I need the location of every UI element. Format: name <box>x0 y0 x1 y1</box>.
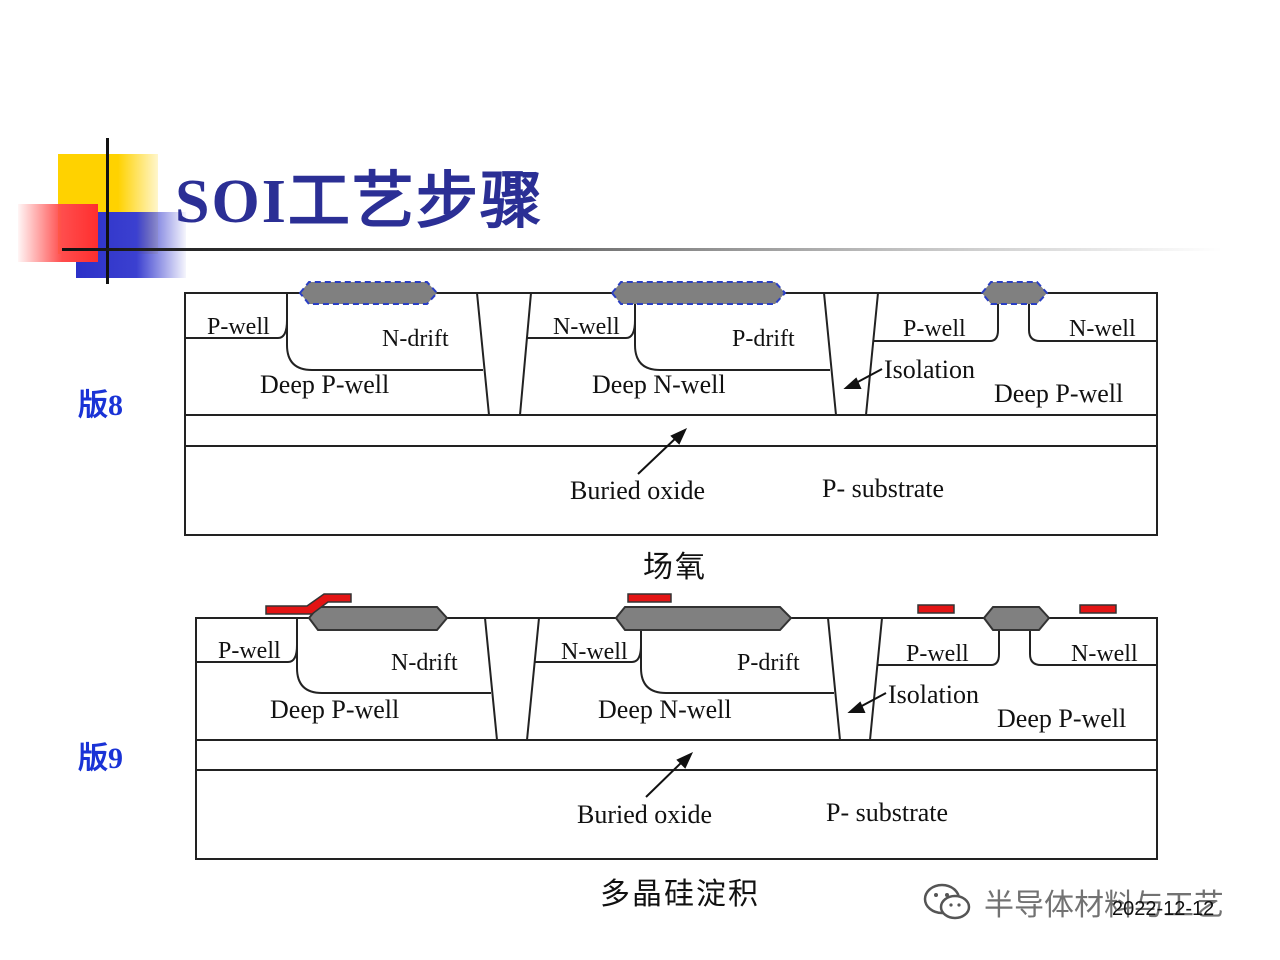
label-substrate: P- substrate <box>822 474 944 503</box>
p-well-boundary-right <box>874 293 999 342</box>
label-p-well-left: P-well <box>218 638 281 664</box>
poly-contact-right-a <box>917 604 955 614</box>
label-isolation: Isolation <box>884 355 975 384</box>
watermark: 半导体材料与工艺 <box>922 880 1224 924</box>
watermark-text: 半导体材料与工艺 <box>984 888 1224 923</box>
deco-horizontal-line <box>62 248 1222 251</box>
isolation-arrowhead <box>843 377 862 389</box>
plate-label-9: 版9 <box>78 742 123 775</box>
label-deep-p-well-right: Deep P-well <box>997 704 1126 733</box>
label-p-well-left: P-well <box>207 314 270 340</box>
label-n-well-mid: N-well <box>561 639 628 665</box>
p-drift-boundary-mid <box>640 645 834 694</box>
label-n-drift-left: N-drift <box>391 650 458 676</box>
buried-oxide-arrow <box>637 435 679 475</box>
label-deep-p-well-left: Deep P-well <box>270 695 399 724</box>
field-oxide-mid <box>610 281 787 305</box>
label-isolation: Isolation <box>888 680 979 709</box>
buried-oxide-arrowhead <box>670 427 688 445</box>
plate-label-8: 版8 <box>78 389 123 422</box>
p-drift-boundary-mid <box>634 320 830 371</box>
caption-field-oxide: 场氧 <box>643 550 707 585</box>
trench-left <box>476 292 532 416</box>
label-deep-n-well-mid: Deep N-well <box>598 695 732 724</box>
wechat-icon <box>923 883 971 920</box>
isolation-arrow <box>853 368 883 385</box>
poly-gate-left <box>265 593 352 615</box>
field-oxide-right <box>982 606 1051 631</box>
n-drift-boundary-left <box>296 645 491 694</box>
p-well-boundary-right <box>877 618 1000 666</box>
buried-oxide-arrowhead <box>676 751 694 769</box>
label-deep-p-well-right: Deep P-well <box>994 379 1123 408</box>
label-deep-n-well-mid: Deep N-well <box>592 370 726 399</box>
caption-poly-deposition: 多晶硅淀积 <box>600 877 760 912</box>
trench-right <box>823 292 879 416</box>
field-oxide-left <box>307 606 449 631</box>
n-well-boundary-right <box>1029 618 1157 666</box>
label-n-well-right: N-well <box>1071 641 1138 667</box>
label-p-well-right: P-well <box>906 641 969 667</box>
n-drift-boundary-left <box>286 320 483 371</box>
label-buried-oxide: Buried oxide <box>577 800 712 829</box>
trench-right <box>827 617 883 741</box>
field-oxide-mid <box>614 606 793 631</box>
buried-oxide-arrow <box>645 759 685 798</box>
field-oxide-left <box>298 281 439 305</box>
label-substrate: P- substrate <box>826 798 948 827</box>
field-oxide-right <box>980 281 1049 305</box>
deco-red-square <box>18 204 98 262</box>
n-well-boundary-right <box>1028 293 1157 342</box>
deco-vertical-line <box>106 138 109 284</box>
label-deep-p-well-left: Deep P-well <box>260 370 389 399</box>
isolation-arrow <box>857 692 887 709</box>
poly-contact-right-b <box>1079 604 1117 614</box>
label-p-drift-mid: P-drift <box>737 650 800 676</box>
label-n-well-mid: N-well <box>553 314 620 340</box>
label-p-well-right: P-well <box>903 316 966 342</box>
isolation-arrowhead <box>847 701 866 713</box>
slide-date: 2022-12-12 <box>1112 898 1215 920</box>
label-n-drift-left: N-drift <box>382 326 449 352</box>
trench-left <box>484 617 540 741</box>
label-buried-oxide: Buried oxide <box>570 476 705 505</box>
slide-title: SOI工艺步骤 <box>175 168 544 236</box>
poly-gate-mid <box>627 593 672 603</box>
label-n-well-right: N-well <box>1069 316 1136 342</box>
label-p-drift-mid: P-drift <box>732 326 795 352</box>
